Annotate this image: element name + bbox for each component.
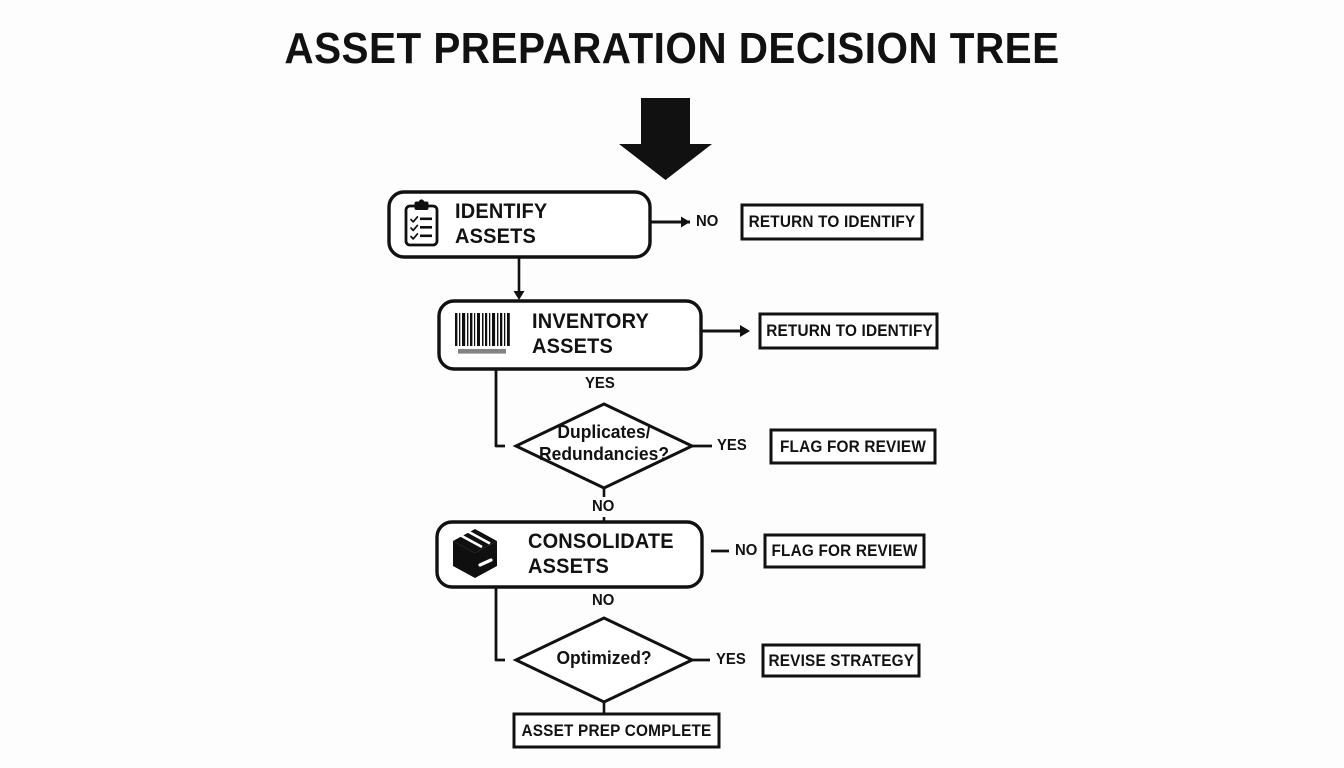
clipboard-checklist-icon xyxy=(404,199,439,247)
edge-label-identify-no: NO xyxy=(696,213,719,230)
node-identify-assets-label: IDENTIFY ASSETS xyxy=(455,200,548,248)
outcome-box-return-to-identify-2[interactable] xyxy=(758,312,939,350)
outcome-box-flag-for-review-1[interactable] xyxy=(769,428,937,465)
edge-label-consolidate-no: NO xyxy=(735,542,758,559)
node-optimized-label: Optimized? xyxy=(556,648,652,668)
edge-label-inventory-yes: YES xyxy=(585,375,615,392)
terminator-box-asset-prep-complete[interactable] xyxy=(512,712,721,749)
barcode-icon xyxy=(452,310,513,360)
outcome-box-revise-strategy[interactable] xyxy=(761,643,921,678)
outcome-label-flag-for-review-1: FLAG FOR REVIEW xyxy=(779,438,927,456)
node-duplicates-redundancies-label: Duplicates/ Redundancies? xyxy=(538,422,670,464)
node-inventory-assets-label: INVENTORY ASSETS xyxy=(532,310,649,358)
edge-inventory-to-duplicates xyxy=(494,369,505,448)
node-consolidate-assets-shape[interactable] xyxy=(435,520,704,589)
outcome-label-return-to-identify-2: RETURN TO IDENTIFY xyxy=(766,322,933,340)
outcome-label-flag-for-review-2: FLAG FOR REVIEW xyxy=(771,542,918,560)
edge-identify-to-return xyxy=(650,216,690,228)
outcome-box-flag-for-review-2[interactable] xyxy=(763,533,926,569)
edge-consolidate-to-optimized xyxy=(494,587,505,662)
edge-label-consolidate-down-no: NO xyxy=(592,592,615,609)
outcome-box-return-to-identify-1[interactable] xyxy=(740,203,924,241)
edge-inventory-to-return xyxy=(701,325,750,337)
down-arrow-icon xyxy=(619,98,712,180)
terminator-label-asset-prep-complete: ASSET PREP COMPLETE xyxy=(521,722,712,740)
node-consolidate-assets-label: CONSOLIDATE ASSETS xyxy=(528,530,674,578)
edge-label-duplicates-no: NO xyxy=(592,498,615,515)
package-box-icon xyxy=(453,529,497,578)
edge-label-duplicates-yes: YES xyxy=(717,437,747,454)
outcome-label-return-to-identify-1: RETURN TO IDENTIFY xyxy=(748,213,916,231)
outcome-label-revise-strategy: REVISE STRATEGY xyxy=(768,652,915,670)
edge-identify-to-inventory xyxy=(513,257,525,300)
page-title: ASSET PREPARATION DECISION TREE xyxy=(284,24,1060,73)
edge-label-optimized-yes: YES xyxy=(716,651,746,668)
